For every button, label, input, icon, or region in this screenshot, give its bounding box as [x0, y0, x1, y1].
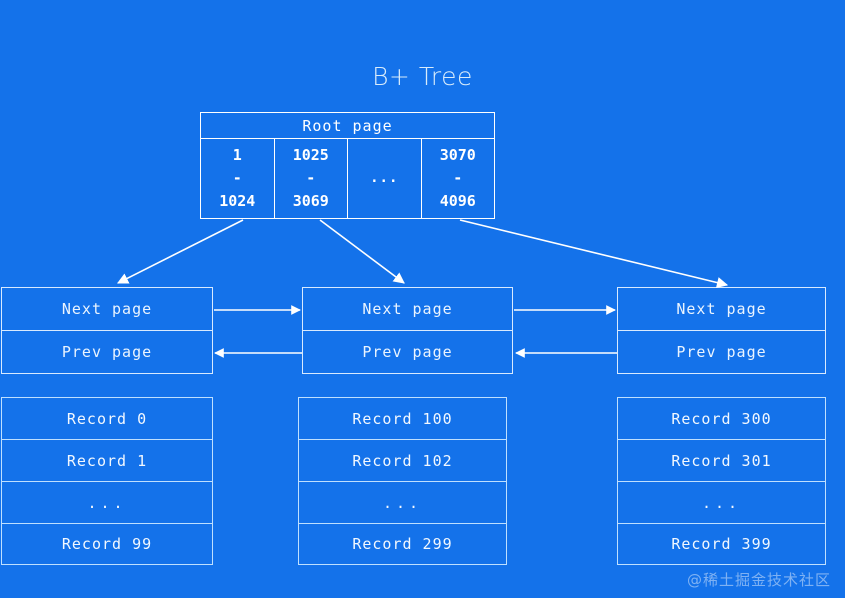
record-row[interactable]: Record 299	[298, 523, 507, 565]
leaf-page-2-prev: Prev page	[676, 342, 767, 361]
leaf-page-0-prev: Prev page	[61, 342, 153, 361]
leaf-page-0-next: Next page	[2, 288, 212, 331]
root-cell-3[interactable]: 3070 - 4096	[422, 139, 495, 218]
record-row[interactable]: Record 399	[617, 523, 826, 565]
record-row-ellipsis: ...	[617, 481, 826, 523]
leaf-page-1-prev: Prev page	[362, 342, 453, 361]
root-cell-1-start: 1025	[292, 145, 329, 164]
watermark: @稀土掘金技术社区	[686, 571, 831, 589]
page-title: B+ Tree	[372, 62, 473, 91]
record-stack-1: Record 100 Record 102 ... Record 299	[298, 397, 507, 565]
root-cell-0-dash: -	[232, 168, 242, 187]
record-row[interactable]: Record 99	[1, 523, 213, 565]
root-cell-1-dash: -	[306, 168, 316, 187]
root-cell-1[interactable]: 1025 - 3069	[275, 139, 348, 218]
record-row-ellipsis: ...	[298, 481, 507, 523]
leaf-page-2[interactable]: Next page Prev page	[617, 287, 826, 374]
edge-root0-leaf0	[116, 219, 244, 284]
leaf-page-2-next: Next page	[618, 288, 825, 331]
root-cell-3-start: 3070	[439, 145, 476, 164]
root-page-header: Root page	[201, 113, 494, 139]
leaf-page-0[interactable]: Next page Prev page	[1, 287, 213, 374]
root-cell-3-end: 4096	[439, 192, 476, 211]
edge-root3-leaf2	[459, 219, 729, 289]
root-cell-1-end: 3069	[292, 192, 329, 211]
root-cell-0-start: 1	[232, 145, 242, 164]
leaf-page-1[interactable]: Next page Prev page	[302, 287, 513, 374]
root-page-cells: 1 - 1024 1025 - 3069 ... 3070 - 4096	[201, 139, 494, 218]
record-row[interactable]: Record 301	[617, 439, 826, 481]
record-row[interactable]: Record 1	[1, 439, 213, 481]
root-page-node[interactable]: Root page 1 - 1024 1025 - 3069 ... 3070 …	[200, 112, 495, 219]
root-cell-0-end: 1024	[219, 192, 256, 211]
record-row[interactable]: Record 100	[298, 397, 507, 439]
record-row[interactable]: Record 102	[298, 439, 507, 481]
record-row[interactable]: Record 300	[617, 397, 826, 439]
record-row[interactable]: Record 0	[1, 397, 213, 439]
record-stack-0: Record 0 Record 1 ... Record 99	[1, 397, 213, 565]
leaf-page-1-next: Next page	[303, 288, 512, 331]
root-cell-3-dash: -	[453, 168, 463, 187]
record-stack-2: Record 300 Record 301 ... Record 399	[617, 397, 826, 565]
root-cell-ellipsis: ...	[348, 139, 422, 218]
root-cell-0[interactable]: 1 - 1024	[201, 139, 275, 218]
record-row-ellipsis: ...	[1, 481, 213, 523]
edge-root1-leaf1	[319, 219, 405, 284]
